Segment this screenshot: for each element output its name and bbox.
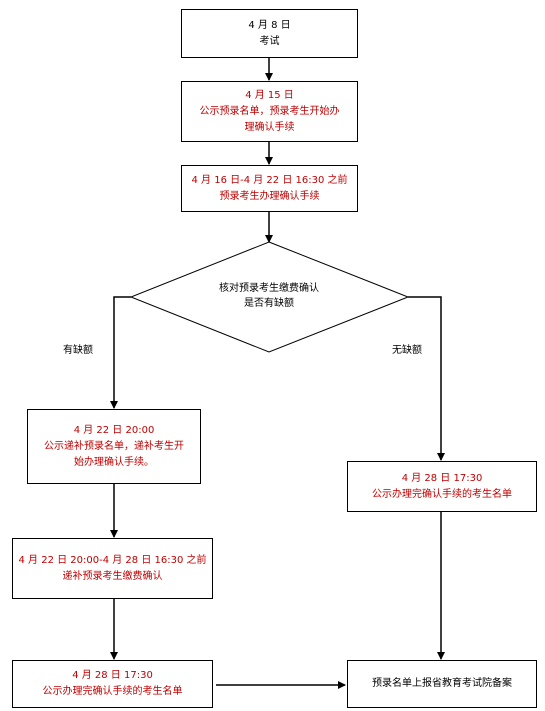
node-exam: 4 月 8 日 考试: [181, 9, 358, 58]
node-publish-supplement-line-2: 公示递补预录名单，递补考生开: [44, 440, 184, 452]
node-decision-line-1: 核对预录考生缴费确认: [219, 283, 319, 294]
label-has-vacancy: 有缺额: [63, 345, 93, 356]
node-final-left-line-1: 4 月 28 日 17:30: [72, 670, 153, 681]
node-publish-supplement: 4 月 22 日 20:00 公示递补预录名单，递补考生开 始办理确认手续。: [27, 409, 201, 484]
node-supplement-period-line-1: 4 月 22 日 20:00-4 月 28 日 16:30 之前: [18, 554, 207, 566]
node-supplement-period-line-2: 递补预录考生缴费确认: [62, 570, 163, 582]
node-publish-pre-line-2: 公示预录名单，预录考生开始办: [199, 105, 340, 117]
node-confirm-period: 4 月 16 日-4 月 22 日 16:30 之前 预录考生办理确认手续: [181, 165, 358, 212]
arrow-decision-to-final-right: [408, 296, 445, 461]
node-publish-pre: 4 月 15 日 公示预录名单，预录考生开始办 理确认手续: [181, 81, 358, 142]
node-publish-supplement-line-1: 4 月 22 日 20:00: [73, 424, 155, 436]
node-final-left: 4 月 28 日 17:30 公示办理完确认手续的考生名单: [12, 660, 213, 708]
decision-diamond: [129, 241, 410, 353]
node-decision: 核对预录考生缴费确认 是否有缺额: [189, 281, 349, 311]
node-exam-line-2: 考试: [259, 35, 280, 47]
node-publish-pre-line-1: 4 月 15 日: [245, 89, 294, 101]
node-supplement-period: 4 月 22 日 20:00-4 月 28 日 16:30 之前 递补预录考生缴…: [12, 538, 213, 599]
label-no-vacancy: 无缺额: [392, 345, 422, 356]
node-exam-line-1: 4 月 8 日: [248, 19, 291, 31]
node-confirm-period-line-2: 预录考生办理确认手续: [219, 190, 320, 202]
node-publish-supplement-line-3: 始办理确认手续。: [74, 456, 154, 468]
node-final-right-line-2: 公示办理完确认手续的考生名单: [372, 488, 512, 500]
node-publish-pre-line-3: 理确认手续: [244, 121, 295, 133]
node-final-right: 4 月 28 日 17:30 公示办理完确认手续的考生名单: [347, 461, 537, 512]
node-report-line-1: 预录名单上报省教育考试院备案: [372, 678, 512, 689]
node-confirm-period-line-1: 4 月 16 日-4 月 22 日 16:30 之前: [191, 174, 348, 186]
node-final-right-line-1: 4 月 28 日 17:30: [401, 472, 483, 484]
node-final-left-line-2: 公示办理完确认手续的考生名单: [42, 686, 183, 697]
node-decision-line-2: 是否有缺额: [244, 298, 294, 309]
node-report: 预录名单上报省教育考试院备案: [347, 660, 537, 708]
arrow-decision-to-supplement: [110, 296, 131, 409]
